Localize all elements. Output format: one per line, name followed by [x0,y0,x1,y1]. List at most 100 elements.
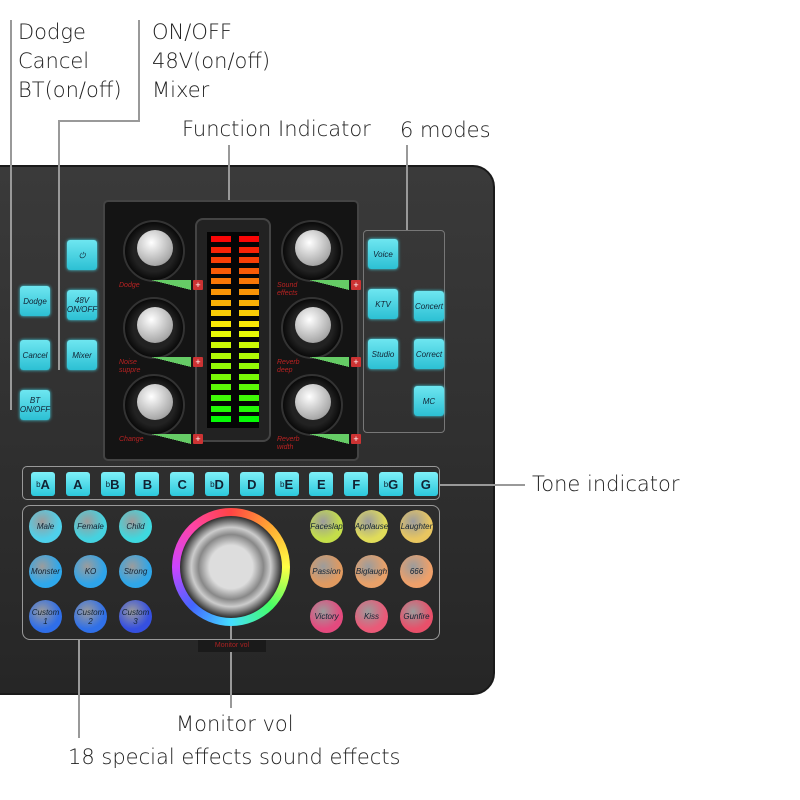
note-name: A [73,476,83,492]
label-bt: BT(on/off) [18,78,122,102]
label-effects: 18 special effects sound effects [68,745,401,769]
plus-icon: + [193,434,203,444]
tone-key[interactable]: F [344,472,369,496]
knob-cap [137,230,173,266]
meter-segment [239,373,259,380]
meter-segment [211,236,231,242]
note-name: D [247,476,257,492]
meter-segment [211,342,231,348]
meter-segment [211,395,231,401]
note-name: A [40,476,50,492]
mode-button-studio[interactable]: Studio [368,339,398,369]
bt-button[interactable]: BT ON/OFF [20,390,50,420]
meter-segment [239,310,259,317]
knob-2[interactable] [123,374,185,436]
knob-4[interactable] [281,297,343,359]
mode-button-correct[interactable]: Correct [414,339,444,369]
effect-button[interactable]: Victory [310,600,343,633]
effect-button[interactable]: Child [119,510,152,543]
knob-cap [137,384,173,420]
label-monitor-vol: Monitor vol [176,712,294,736]
level-ramp-icon [151,280,191,290]
label-48v: 48V(on/off) [152,49,271,73]
effect-button[interactable]: Female [74,510,107,543]
cancel-button[interactable]: Cancel [20,340,50,370]
knob-label: Reverb width [277,436,300,451]
dodge-button[interactable]: Dodge [20,286,50,316]
monitor-vol-knob[interactable] [172,508,290,626]
level-ramp-icon [309,357,349,367]
meter-segment [239,342,259,348]
mode-button-mc[interactable]: MC [414,386,444,416]
flat-sign: b [280,479,285,489]
mode-button-ktv[interactable]: KTV [368,289,398,319]
knob-label: Sound effects [277,282,298,297]
knob-cap [295,307,331,343]
mode-button-concert[interactable]: Concert [414,291,444,321]
effect-button[interactable]: Passion [310,555,343,588]
effect-button[interactable]: Monster [29,555,62,588]
mixer-button[interactable]: Mixer [67,340,97,370]
level-ramp-icon [309,434,349,444]
power-button[interactable]: ⏻ [67,240,97,270]
plus-icon: + [193,357,203,367]
meter-segment [211,373,231,380]
effect-button[interactable]: Faceslap [310,510,343,543]
meter-segment [211,267,231,274]
meter-segment [211,363,231,370]
knob-cap [137,307,173,343]
leader-line [58,120,140,122]
tone-key[interactable]: G [413,472,438,496]
level-ramp-icon [309,280,349,290]
effect-button[interactable]: Gunfire [400,600,433,633]
48v-button[interactable]: 48V ON/OFF [67,290,97,320]
flat-sign: b [210,479,215,489]
meter-segment [211,278,231,285]
knob-5[interactable] [281,374,343,436]
effect-button[interactable]: Kiss [355,600,388,633]
tone-key[interactable]: E [309,472,334,496]
knob-3[interactable] [281,220,343,282]
knob-0[interactable] [123,220,185,282]
effect-button[interactable]: Male [29,510,62,543]
meter-segment [239,289,259,295]
tone-key[interactable]: A [65,472,90,496]
mode-button-voice[interactable]: Voice [368,239,398,269]
knob-label: Dodge [119,282,140,289]
level-ramp-icon [151,357,191,367]
meter-segment [211,310,231,317]
tone-key[interactable]: C [170,472,195,496]
meter-segment [239,299,259,306]
meter-segment [211,384,231,391]
effect-button[interactable]: Laughter [400,510,433,543]
knob-cap [295,230,331,266]
leader-line [230,626,232,708]
effect-button[interactable]: Strong [119,555,152,588]
meter-segment [211,246,231,253]
effect-button[interactable]: Biglaugh [355,555,388,588]
effect-button[interactable]: Applause [355,510,388,543]
effect-button[interactable]: Custom 1 [29,600,62,633]
leader-line [10,20,12,410]
meter-segment [239,416,259,423]
effect-button[interactable]: Custom 3 [119,600,152,633]
tone-key[interactable]: B [135,472,160,496]
tone-key[interactable]: D [239,472,264,496]
meter-segment [239,363,259,370]
note-name: G [388,476,399,492]
effect-button[interactable]: KO [74,555,107,588]
note-name: B [110,476,120,492]
effect-button[interactable]: Custom 2 [74,600,107,633]
note-name: E [317,476,326,492]
meter-segment [239,352,259,359]
meter-segment [239,236,259,242]
leader-line [78,640,80,738]
knob-1[interactable] [123,297,185,359]
effect-button[interactable]: 666 [400,555,433,588]
